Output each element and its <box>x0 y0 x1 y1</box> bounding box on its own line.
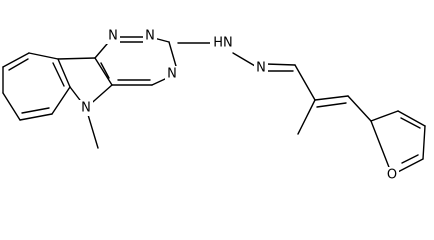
bond <box>316 102 347 108</box>
label-background <box>79 100 93 116</box>
bond <box>52 62 65 87</box>
n-triazine-1-label: N <box>108 29 118 44</box>
label-background <box>210 35 237 51</box>
atom-label-layer: N N N N HN N O <box>79 28 399 183</box>
bond <box>297 99 316 135</box>
label-background <box>165 66 179 82</box>
bond <box>401 154 419 164</box>
bond <box>19 113 53 121</box>
bond <box>397 110 426 127</box>
n-indole-label: N <box>81 101 91 116</box>
n-triazine-2-label: N <box>145 29 155 44</box>
bond <box>347 95 372 122</box>
bond <box>28 52 59 60</box>
bond <box>265 63 296 66</box>
bond <box>422 125 426 160</box>
n-hydrazone-label: N <box>256 61 266 76</box>
label-background <box>106 28 120 44</box>
bond <box>57 58 71 88</box>
bond <box>94 57 113 86</box>
bond <box>2 92 21 121</box>
molecule-structure: N N N N HN N O <box>2 28 426 183</box>
n-triazine-4-label: N <box>167 67 177 82</box>
label-background <box>385 167 399 183</box>
bond <box>100 62 110 79</box>
label-background <box>143 28 157 44</box>
label-background <box>254 60 268 76</box>
bond <box>2 52 30 68</box>
bond <box>294 64 316 101</box>
bond <box>232 52 256 67</box>
bond-layer <box>2 36 426 176</box>
bond <box>400 117 421 129</box>
bond <box>8 58 29 71</box>
bond <box>51 86 71 115</box>
bond <box>370 120 393 176</box>
bond <box>57 57 96 60</box>
bond <box>21 107 50 114</box>
nh-hydrazone-label: HN <box>213 36 233 51</box>
bond <box>314 95 349 101</box>
o-furan-label: O <box>387 168 397 183</box>
bond <box>370 110 399 122</box>
